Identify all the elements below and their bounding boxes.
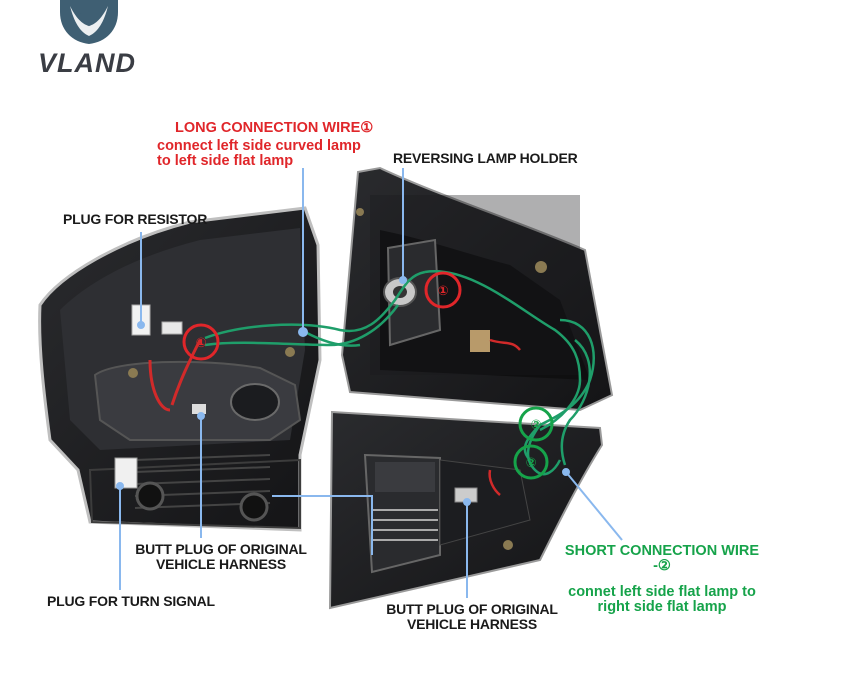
marker-2-label-upper: ② [530,418,541,433]
green-wiring-harness [204,270,595,476]
bolt [239,492,269,522]
vland-emblem-icon [60,0,118,44]
bolt [135,481,165,511]
marker-1-label-right: ① [437,284,448,299]
butt-plug-right-label-line-1: BUTT PLUG OF ORIGINAL [386,601,558,617]
butt-plug-left-label-line-2: VEHICLE HARNESS [155,556,287,572]
marker-1-circles: ① ① [182,271,462,361]
marker-circle-2-upper [518,406,554,442]
plug-for-turn-signal-label: PLUG FOR TURN SIGNAL [47,593,215,609]
left-curved-lamp [38,206,322,532]
marker-1-label-left: ① [195,336,206,351]
butt-plug-right-label-line-2: VEHICLE HARNESS [406,616,538,632]
brand-logo-text: VLAND [38,48,136,78]
leader-lines [116,168,623,598]
long-wire-desc-line-1: connect left side curved lamp [157,138,361,154]
short-wire-title-line-1: SHORT CONNECTION WIRE [564,543,760,559]
marker-circle-1-left [182,323,220,361]
butt-plug-left-label-line-1: BUTT PLUG OF ORIGINAL [135,541,307,557]
marker-circle-2-lower [513,444,549,480]
long-wire-title: LONG CONNECTION WIRE① [175,120,374,136]
marker-2-circles: ② ② [513,406,554,480]
leader-butt-left-horizontal [272,495,373,555]
marker-circle-1-right [424,271,462,309]
plug-for-resistor-label: PLUG FOR RESISTOR [63,211,208,227]
short-wire-desc-line-2: right side flat lamp [597,599,727,615]
reversing-lamp-holder-label: REVERSING LAMP HOLDER [393,150,578,166]
short-wire-desc-line-1: connet left side flat lamp to [568,584,756,600]
right-upper-flat-lamp [340,166,614,412]
marker-2-label-lower: ② [525,456,536,471]
turn-signal-plug [114,457,138,489]
short-wire-title-line-2: -② [653,558,671,574]
long-wire-desc-line-2: to left side flat lamp [157,153,294,169]
leader-short-wire [565,471,623,541]
